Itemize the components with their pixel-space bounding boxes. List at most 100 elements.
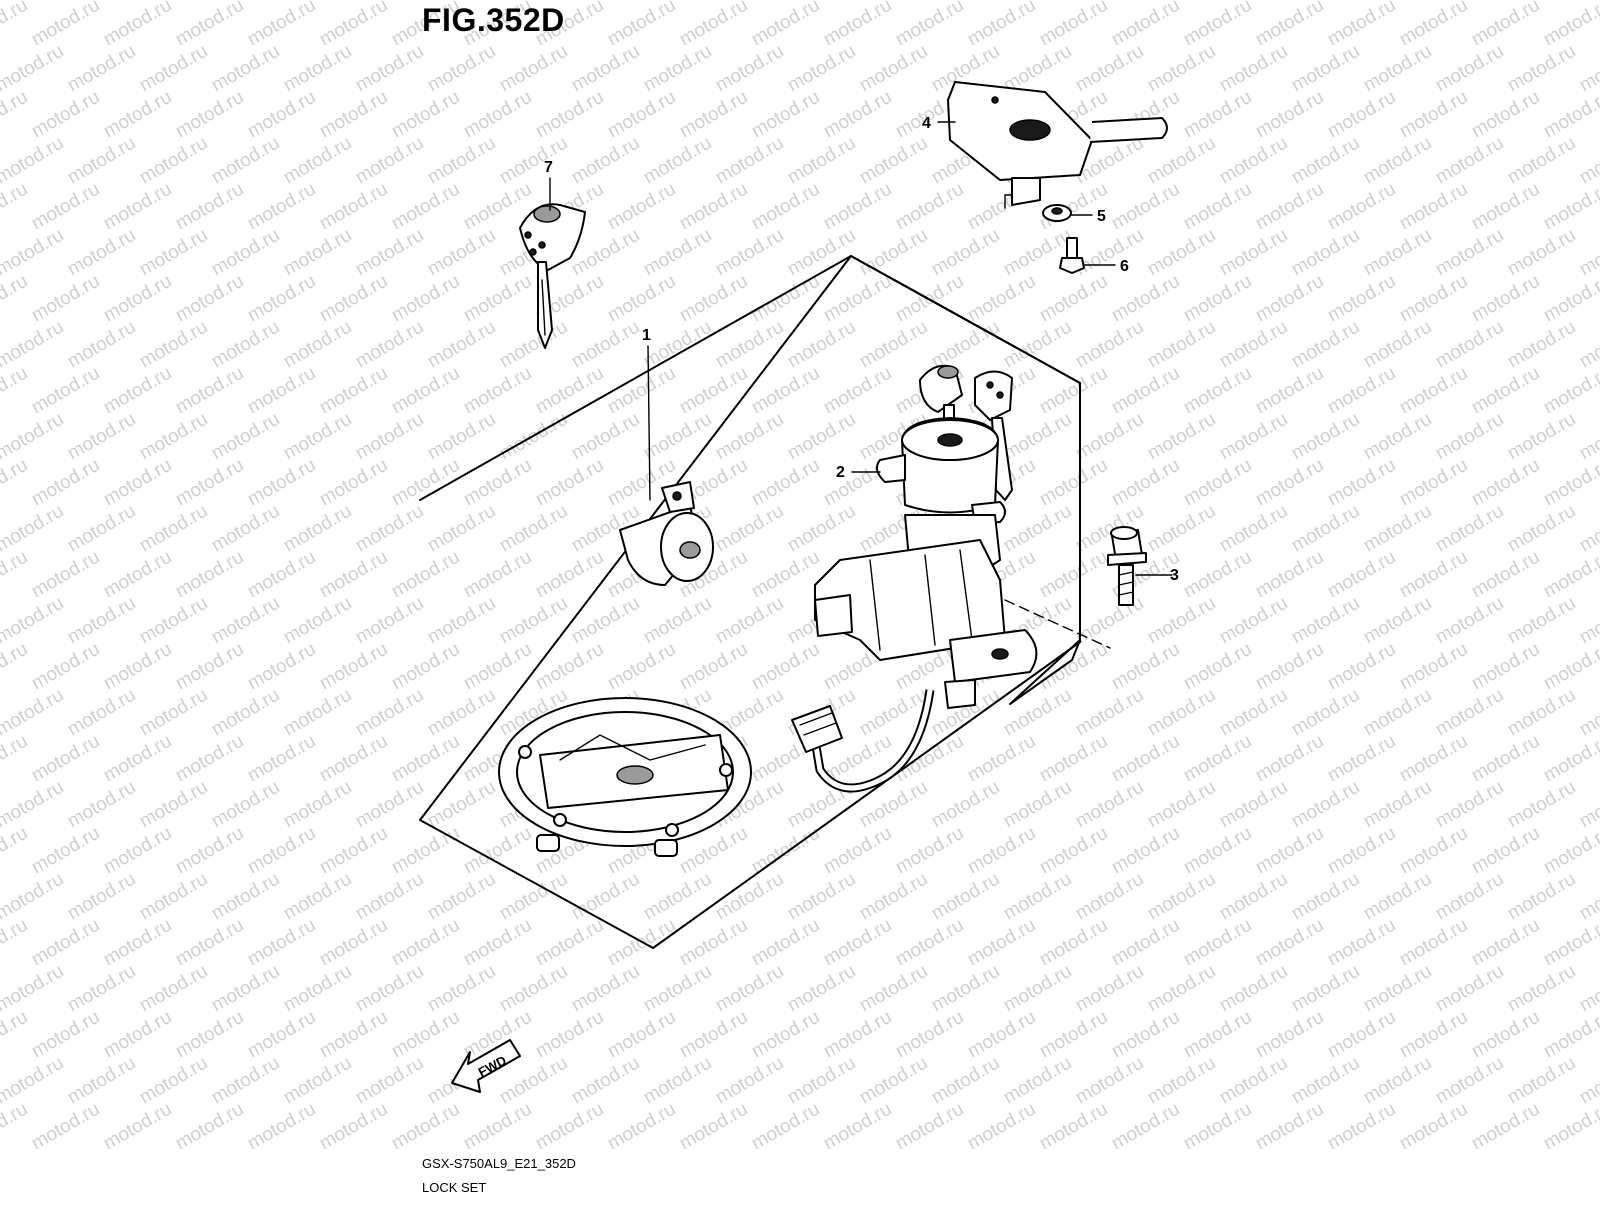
watermark-text: motod.ru: [1288, 133, 1363, 189]
watermark-text: motod.ru: [28, 363, 103, 419]
watermark-text: motod.ru: [1252, 363, 1327, 419]
watermark-text: motod.ru: [856, 225, 931, 281]
watermark-text: motod.ru: [1540, 915, 1600, 971]
watermark-text: motod.ru: [1432, 777, 1507, 833]
watermark-text: motod.ru: [532, 363, 607, 419]
watermark-text: motod.ru: [748, 639, 823, 695]
watermark-text: motod.ru: [172, 1007, 247, 1063]
watermark-text: motod.ru: [208, 961, 283, 1017]
watermark-text: motod.ru: [892, 271, 967, 327]
watermark-text: motod.ru: [172, 87, 247, 143]
watermark-text: motod.ru: [1144, 409, 1219, 465]
watermark-text: motod.ru: [388, 87, 463, 143]
watermark-text: motod.ru: [568, 409, 643, 465]
watermark-text: motod.ru: [1468, 271, 1543, 327]
watermark-text: motod.ru: [1108, 455, 1183, 511]
watermark-text: motod.ru: [208, 41, 283, 97]
watermark-text: motod.ru: [1072, 0, 1147, 4]
watermark-text: motod.ru: [1540, 179, 1600, 235]
watermark-text: motod.ru: [568, 133, 643, 189]
watermark-text: motod.ru: [352, 41, 427, 97]
watermark-text: motod.ru: [0, 363, 31, 419]
watermark-text: motod.ru: [1540, 87, 1600, 143]
watermark-text: motod.ru: [1504, 685, 1579, 741]
watermark-text: motod.ru: [856, 869, 931, 925]
watermark-text: motod.ru: [352, 133, 427, 189]
watermark-text: motod.ru: [0, 409, 67, 465]
watermark-text: motod.ru: [1108, 271, 1183, 327]
watermark-text: motod.ru: [136, 1053, 211, 1109]
watermark-text: motod.ru: [1072, 869, 1147, 925]
watermark-text: motod.ru: [1144, 225, 1219, 281]
figure-title: FIG.352D: [422, 2, 565, 38]
watermark-text: motod.ru: [1288, 593, 1363, 649]
watermark-text: motod.ru: [1252, 823, 1327, 879]
watermark-text: motod.ru: [712, 41, 787, 97]
cover-part: [947, 81, 1168, 209]
watermark-text: motod.ru: [244, 271, 319, 327]
watermark-text: motod.ru: [1468, 179, 1543, 235]
watermark-text: motod.ru: [28, 639, 103, 695]
watermark-text: motod.ru: [640, 409, 715, 465]
watermark-text: motod.ru: [964, 1007, 1039, 1063]
watermark-text: motod.ru: [136, 409, 211, 465]
watermark-text: motod.ru: [1324, 547, 1399, 603]
watermark-text: motod.ru: [1144, 961, 1219, 1017]
watermark-text: motod.ru: [100, 915, 175, 971]
watermark-text: motod.ru: [1396, 731, 1471, 787]
watermark-text: motod.ru: [496, 133, 571, 189]
watermark-text: motod.ru: [676, 1099, 751, 1155]
watermark-text: motod.ru: [136, 961, 211, 1017]
watermark-text: motod.ru: [280, 1053, 355, 1109]
watermark-text: motod.ru: [1360, 777, 1435, 833]
watermark-text: motod.ru: [280, 133, 355, 189]
watermark-text: motod.ru: [280, 317, 355, 373]
watermark-text: motod.ru: [172, 823, 247, 879]
watermark-text: motod.ru: [64, 1053, 139, 1109]
watermark-text: motod.ru: [100, 823, 175, 879]
watermark-text: motod.ru: [280, 685, 355, 741]
watermark-text: motod.ru: [712, 0, 787, 4]
watermark-text: motod.ru: [1576, 225, 1600, 281]
watermark-text: motod.ru: [28, 915, 103, 971]
watermark-text: motod.ru: [280, 777, 355, 833]
watermark-text: motod.ru: [64, 593, 139, 649]
watermark-text: motod.ru: [1324, 271, 1399, 327]
callout-3: 3: [1170, 567, 1179, 584]
watermark-text: motod.ru: [424, 501, 499, 557]
watermark-text: motod.ru: [316, 1007, 391, 1063]
watermark-text: motod.ru: [1180, 455, 1255, 511]
watermark-text: motod.ru: [460, 363, 535, 419]
watermark-text: motod.ru: [1540, 1007, 1600, 1063]
watermark-text: motod.ru: [748, 87, 823, 143]
watermark-text: motod.ru: [0, 777, 67, 833]
watermark-text: motod.ru: [568, 317, 643, 373]
watermark-text: motod.ru: [1180, 915, 1255, 971]
watermark-text: motod.ru: [64, 685, 139, 741]
watermark-text: motod.ru: [316, 179, 391, 235]
watermark-text: motod.ru: [460, 547, 535, 603]
watermark-text: motod.ru: [1396, 87, 1471, 143]
watermark-text: motod.ru: [1432, 869, 1507, 925]
watermark-text: motod.ru: [856, 41, 931, 97]
watermark-text: motod.ru: [316, 547, 391, 603]
watermark-text: motod.ru: [64, 225, 139, 281]
watermark-text: motod.ru: [1468, 0, 1543, 50]
watermark-text: motod.ru: [1504, 409, 1579, 465]
watermark-text: motod.ru: [1576, 685, 1600, 741]
watermark-text: motod.ru: [1252, 731, 1327, 787]
watermark-text: motod.ru: [568, 593, 643, 649]
watermark-text: motod.ru: [1252, 639, 1327, 695]
key-part: [519, 203, 586, 349]
watermark-text: motod.ru: [1576, 0, 1600, 4]
watermark-text: motod.ru: [1108, 1099, 1183, 1155]
callout-labels: 1 2 3 4 5 6 7: [544, 115, 1179, 584]
lock-set-box: [419, 255, 1081, 949]
watermark-text: motod.ru: [244, 547, 319, 603]
watermark-text: motod.ru: [172, 639, 247, 695]
watermark-text: motod.ru: [1180, 87, 1255, 143]
watermark-text: motod.ru: [100, 547, 175, 603]
watermark-text: motod.ru: [1036, 731, 1111, 787]
watermark-text: motod.ru: [352, 961, 427, 1017]
watermark-text: motod.ru: [352, 409, 427, 465]
